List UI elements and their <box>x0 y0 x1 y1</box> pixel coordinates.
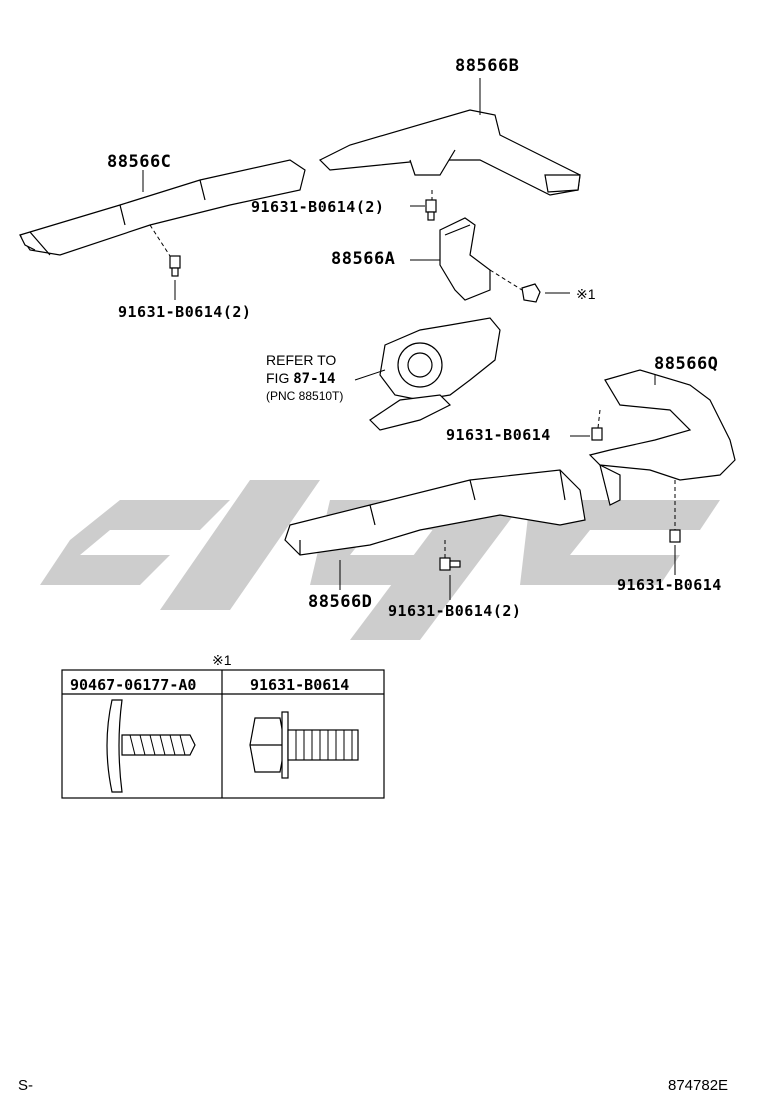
part-label-88566B: 88566B <box>455 56 520 76</box>
bolt-top <box>425 199 437 221</box>
bolt-label-right: 91631-B0614 <box>617 576 722 594</box>
bolt-mid-right <box>591 427 603 441</box>
duct-88566D <box>284 469 586 556</box>
clip-drawing <box>106 699 196 793</box>
part-label-88566D: 88566D <box>308 592 373 612</box>
refer-note-line3: (PNC 88510T) <box>266 389 344 403</box>
duct-88566Q <box>588 369 736 506</box>
bolt-left <box>169 255 181 277</box>
bolt-label-top: 91631-B0614(2) <box>251 198 385 216</box>
fastener-table <box>61 669 385 799</box>
refer-note-line2: FIG 87-14 <box>266 370 335 388</box>
heater-unit <box>369 317 501 431</box>
table-col2-header: 91631-B0614 <box>250 676 350 694</box>
refer-note-fig: FIG <box>266 370 290 386</box>
bolt-label-bottom: 91631-B0614(2) <box>388 602 522 620</box>
footer-left-code: S- <box>18 1077 33 1094</box>
clip-reference-mark: ※1 <box>576 286 596 302</box>
part-label-88566A: 88566A <box>331 249 396 269</box>
table-marker: ※1 <box>212 652 232 668</box>
bolt-right <box>669 529 681 543</box>
duct-88566B <box>318 109 581 196</box>
refer-note-fig-number: 87-14 <box>293 371 336 387</box>
duct-88566C <box>19 159 306 256</box>
refer-note-line1: REFER TO <box>266 352 337 368</box>
table-col1-header: 90467-06177-A0 <box>70 676 197 694</box>
part-label-88566C: 88566C <box>107 152 172 172</box>
bolt-label-left: 91631-B0614(2) <box>118 303 252 321</box>
leader-lines <box>142 78 676 600</box>
clip-fastener <box>521 283 541 303</box>
part-label-88566Q: 88566Q <box>654 354 719 374</box>
duct-88566A <box>439 217 491 301</box>
bolt-label-mid-right: 91631-B0614 <box>446 426 551 444</box>
bolt-drawing <box>249 711 359 779</box>
footer-figure-id: 874782E <box>668 1077 729 1094</box>
